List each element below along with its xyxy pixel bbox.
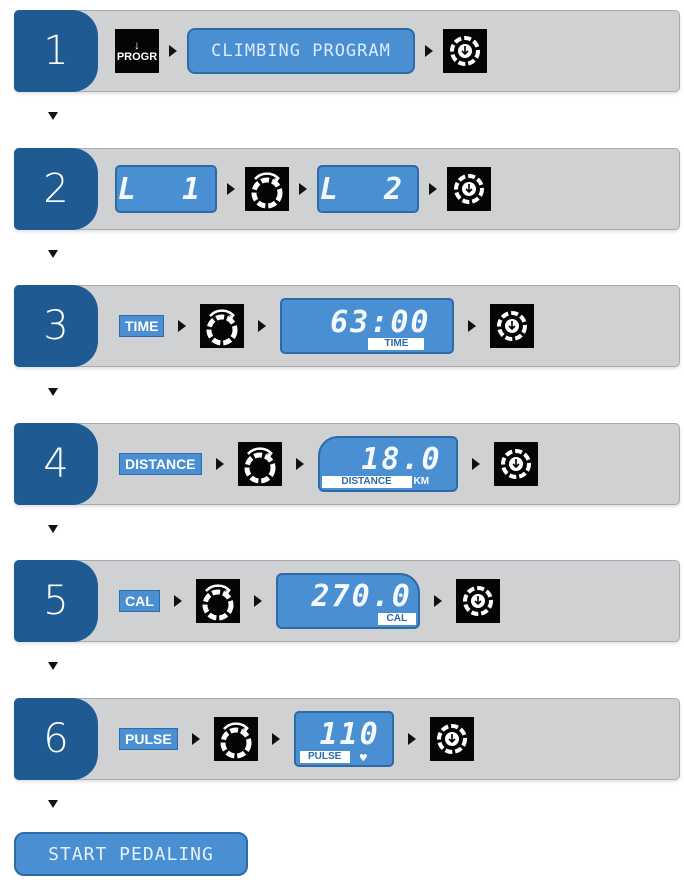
lcd-display: 110 PULSE ♥ [293, 711, 394, 767]
arrow-right-icon [295, 458, 304, 470]
lcd-text: L 1 [117, 171, 215, 207]
arrow-down-icon [48, 388, 58, 396]
lcd-display: 63:00 TIME [280, 298, 455, 354]
lcd-display: 270.0 CAL [275, 573, 420, 629]
arrow-right-icon [173, 595, 182, 607]
step-6: 6 PULSE 110 PULSE ♥ [14, 698, 680, 780]
arrow-right-icon [299, 183, 307, 195]
arrow-right-icon [271, 733, 280, 745]
enter-icon[interactable] [429, 717, 474, 761]
arrow-right-icon [471, 458, 480, 470]
dial-rotate-icon[interactable] [245, 167, 289, 211]
enter-icon[interactable] [443, 29, 487, 73]
dial-rotate-icon[interactable] [200, 304, 245, 348]
arrow-right-icon [433, 595, 442, 607]
lcd-display: CLIMBING PROGRAM [187, 28, 415, 74]
arrow-down-icon [48, 662, 58, 670]
lcd-text: CLIMBING PROGRAM [211, 41, 391, 61]
cal-tag: CAL [119, 590, 160, 612]
step-5: 5 CAL 270.0 CAL [14, 560, 680, 642]
lcd-display: L 2 [317, 165, 419, 213]
step-number: 1 [14, 10, 98, 92]
lcd-text: 270.0 [311, 578, 412, 614]
arrow-right-icon [407, 733, 416, 745]
enter-icon[interactable] [493, 442, 538, 486]
step-number: 5 [14, 560, 98, 642]
step-3: 3 TIME 63:00 TIME [14, 285, 680, 367]
arrow-right-icon [429, 183, 437, 195]
arrow-right-icon [215, 458, 224, 470]
enter-icon[interactable] [455, 579, 500, 623]
arrow-right-icon [253, 595, 262, 607]
step-number: 3 [14, 285, 98, 367]
arrow-right-icon [425, 45, 433, 57]
unit-label: KM [413, 476, 430, 487]
distance-tag: DISTANCE [119, 453, 202, 475]
start-pedaling-display: START PEDALING [14, 832, 248, 876]
dial-rotate-icon[interactable] [195, 579, 240, 623]
dial-rotate-icon[interactable] [213, 717, 258, 761]
lcd-text: 110 [319, 716, 380, 752]
step-number: 6 [14, 698, 98, 780]
step-2: 2 L 1 L 2 [14, 148, 680, 230]
lcd-label: TIME [368, 338, 425, 350]
arrow-down-icon [48, 112, 58, 120]
dial-rotate-icon[interactable] [237, 442, 282, 486]
step-number: 2 [14, 148, 98, 230]
progr-label: PROGR [116, 51, 158, 63]
lcd-label: CAL [377, 613, 416, 625]
arrow-right-icon [191, 733, 200, 745]
step-1: 1 ↓ PROGR CLIMBING PROGRAM [14, 10, 680, 92]
enter-icon[interactable] [447, 167, 491, 211]
lcd-display: 18.0 DISTANCE KM [317, 436, 458, 492]
arrow-right-icon [178, 320, 187, 332]
arrow-right-icon [169, 45, 177, 57]
step-number: 4 [14, 423, 98, 505]
arrow-down-icon [48, 525, 58, 533]
lcd-text: 63:00 [330, 304, 431, 340]
step-4: 4 DISTANCE 18.0 DISTANCE KM [14, 423, 680, 505]
arrow-down-icon [48, 800, 58, 808]
arrow-right-icon [468, 320, 477, 332]
arrow-down-icon [48, 250, 58, 258]
arrow-right-icon [227, 183, 235, 195]
pulse-tag: PULSE [119, 728, 178, 750]
arrow-down-icon: ↓ [134, 38, 140, 52]
lcd-text: L 2 [319, 171, 417, 207]
heart-icon: ♥ [359, 751, 367, 765]
enter-icon[interactable] [490, 304, 535, 348]
time-tag: TIME [119, 315, 165, 337]
lcd-label: PULSE [299, 751, 350, 763]
arrow-right-icon [258, 320, 267, 332]
lcd-display: L 1 [115, 165, 217, 213]
lcd-text: 18.0 [361, 441, 442, 477]
progr-button[interactable]: ↓ PROGR [115, 29, 159, 73]
lcd-label: DISTANCE [321, 476, 412, 488]
